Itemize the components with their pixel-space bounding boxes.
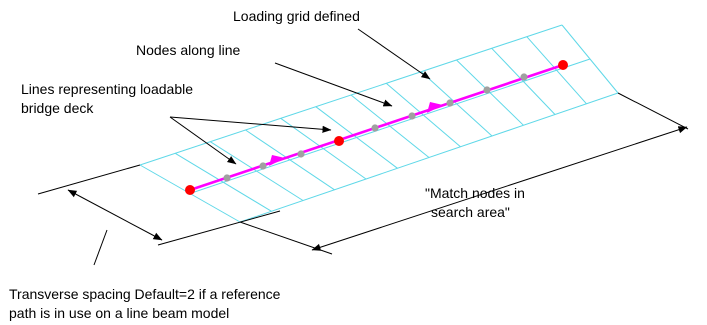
intermediate-node	[297, 150, 305, 158]
intermediate-node	[446, 99, 454, 107]
dimension-lines	[37, 92, 689, 255]
extension-line-right-lower	[239, 221, 333, 255]
lines-loadable-label-line2: bridge deck	[21, 100, 94, 116]
end-node-start	[185, 185, 195, 195]
match-nodes-label-line2: search area"	[431, 204, 510, 220]
extension-line-left-lower	[37, 164, 141, 195]
leader-lines-loadable-to-path	[169, 116, 332, 133]
grid-longitudinal-line	[189, 58, 591, 194]
intermediate-node	[520, 73, 528, 81]
leader-lines	[93, 28, 431, 266]
intermediate-node	[483, 86, 491, 94]
path-direction-arrow	[427, 102, 443, 113]
end-node-end	[558, 60, 568, 70]
intermediate-node	[408, 112, 416, 120]
grid-longitudinal-line	[139, 24, 563, 166]
leader-nodes-along-line	[274, 62, 393, 107]
leader-lines-loadable-to-grid	[169, 116, 237, 165]
extension-line-right-upper	[617, 92, 689, 130]
reference-path	[185, 60, 568, 195]
labels: Loading grid defined Nodes along line Li…	[9, 8, 525, 321]
transverse-spacing-label-line2: path is in use on a line beam model	[9, 305, 229, 321]
end-node-middle	[334, 136, 344, 146]
path-direction-arrow	[269, 155, 285, 166]
transverse-dimension-arrow	[67, 189, 163, 241]
leader-transverse-text	[93, 229, 108, 266]
match-nodes-label-line1: "Match nodes in	[425, 185, 525, 201]
lines-loadable-label-line1: Lines representing loadable	[21, 81, 193, 97]
extension-line-left-upper	[157, 210, 281, 246]
intermediate-node	[259, 162, 267, 170]
loading-grid-label: Loading grid defined	[233, 8, 360, 24]
intermediate-node	[223, 174, 231, 182]
transverse-spacing-label-line1: Transverse spacing Default=2 if a refere…	[9, 286, 281, 302]
nodes-along-line-label: Nodes along line	[136, 42, 241, 58]
leader-loading-grid	[357, 28, 431, 80]
search-area-dimension-arrow	[311, 126, 688, 251]
intermediate-node	[371, 124, 379, 132]
